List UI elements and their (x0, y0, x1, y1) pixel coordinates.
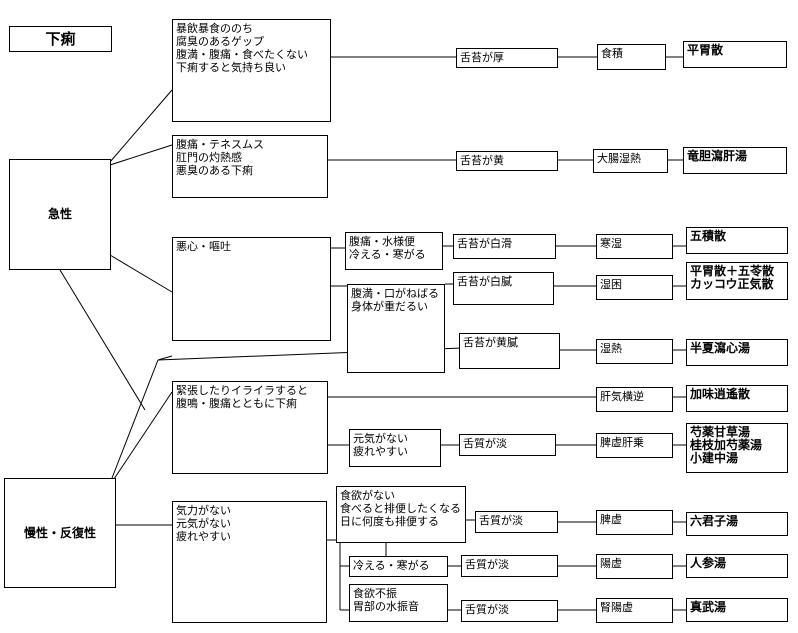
pattern-box: 肝気横逆 (596, 387, 673, 412)
symptom-box-5b: 冷える・寒がる (349, 556, 448, 577)
remedy-box: 芍薬甘草湯 桂枝加芍薬湯 小建中湯 (686, 423, 788, 473)
pattern-box: 寒湿 (596, 234, 673, 259)
connector (109, 254, 173, 293)
symptom-box-4: 緊張したりイライラすると 腹鳴・腹痛とともに下痢 (172, 381, 328, 474)
remedy-box: 真武湯 (686, 598, 788, 622)
remedy-box: 竜胆瀉肝湯 (683, 147, 787, 174)
remedy-box: 五積散 (686, 227, 788, 254)
tongue-box: 舌質が淡 (461, 600, 558, 622)
connector (157, 355, 173, 361)
tongue-box: 舌質が淡 (475, 511, 558, 533)
remedy-box: 半夏瀉心湯 (686, 339, 788, 366)
pattern-box: 脾虚肝乗 (596, 433, 673, 458)
remedy-box: 平胃散＋五苓散 カッコウ正気散 (686, 262, 788, 300)
symptom-box-5: 気力がない 元気がない 疲れやすい (172, 501, 327, 623)
symptom-box-4a: 元気がない 疲れやすい (349, 429, 441, 467)
category-chronic: 慢性・反復性 (4, 478, 116, 588)
tongue-box: 舌苔が黄 (456, 151, 558, 171)
connector (109, 144, 173, 166)
pattern-box: 腎陽虚 (596, 598, 673, 623)
remedy-box: 平胃散 (683, 41, 787, 68)
diagram-title: 下痢 (9, 26, 112, 52)
connector (111, 359, 159, 479)
tongue-box: 舌苔が黄膩 (459, 333, 560, 369)
tongue-box: 舌質が淡 (461, 555, 558, 577)
symptom-box-5a: 食欲がない 食べると排便したくなる 日に何度も排便する (336, 486, 466, 543)
tongue-box: 舌苔が白膩 (453, 272, 554, 305)
pattern-box: 食積 (597, 44, 666, 70)
remedy-box: 六君子湯 (686, 512, 788, 536)
remedy-box: 加味逍遙散 (686, 385, 788, 412)
symptom-box-3a: 腹痛・水様便 冷える・寒がる (345, 232, 443, 270)
symptom-box-3b: 腹満・口がねばる 身体が重だるい (347, 284, 445, 373)
pattern-box: 大腸湿熱 (593, 149, 668, 173)
symptom-box-3: 悪心・嘔吐 (172, 237, 331, 341)
pattern-box: 脾虚 (596, 510, 673, 535)
pattern-box: 湿困 (596, 275, 673, 300)
tongue-box: 舌質が淡 (459, 434, 556, 456)
connector (59, 269, 146, 411)
tongue-box: 舌苔が白滑 (453, 234, 556, 259)
remedy-box: 人参湯 (686, 554, 788, 578)
tongue-box: 舌苔が厚 (456, 48, 558, 68)
connector (109, 89, 173, 163)
connector (111, 391, 173, 483)
pattern-box: 湿熱 (596, 339, 673, 364)
category-acute: 急性 (9, 159, 111, 270)
symptom-box-1: 暴飲暴食ののち 腐臭のあるゲップ 腹満・腹痛・食べたくない 下痢すると気持ち良い (172, 19, 331, 122)
pattern-box: 陽虚 (596, 554, 673, 579)
symptom-box-2: 腹痛・テネスムス 肛門の灼熱感 悪臭のある下痢 (172, 135, 328, 198)
symptom-box-5c: 食欲不振 胃部の水振音 (349, 584, 448, 622)
